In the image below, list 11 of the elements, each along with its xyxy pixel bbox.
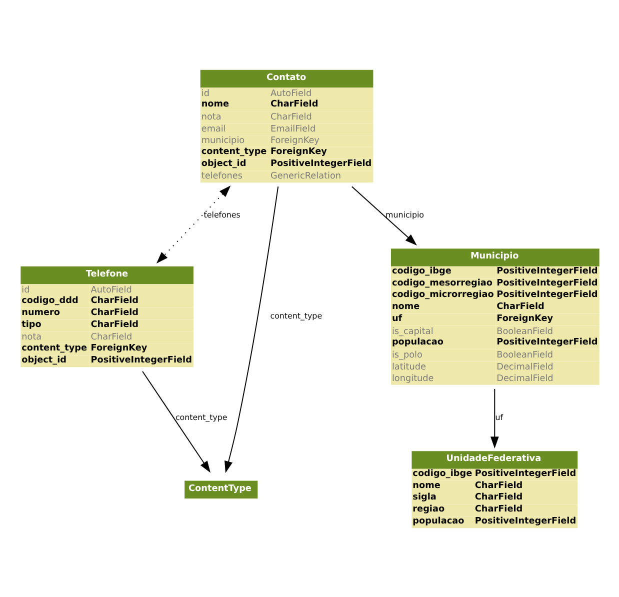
edge-label: uf [495, 412, 503, 422]
arrow [156, 185, 231, 263]
arrow [224, 186, 279, 472]
edge-label: telefones [204, 210, 240, 219]
edge-label: content_type [270, 311, 322, 320]
arrow [142, 370, 210, 472]
arrow [351, 186, 417, 245]
node-box: ContentType [184, 480, 258, 498]
arrow [490, 388, 499, 448]
edge-label: municipio [386, 210, 424, 219]
edge-label: content_type [175, 412, 228, 422]
